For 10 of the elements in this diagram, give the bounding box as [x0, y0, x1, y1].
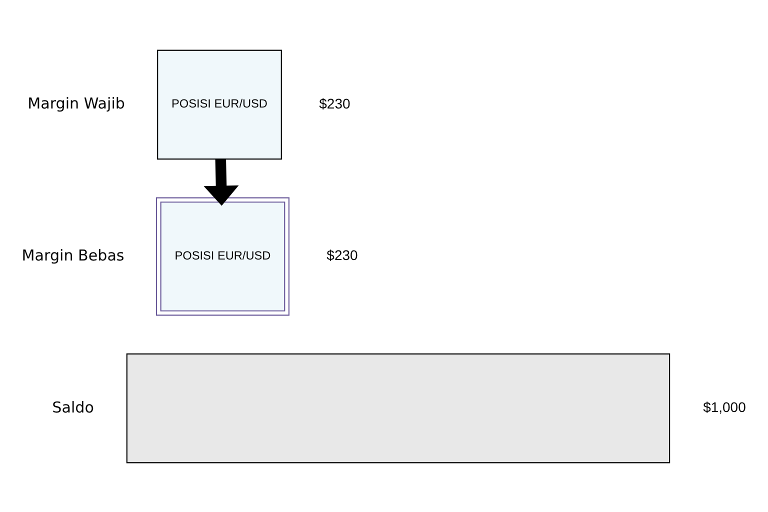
node-label: Margin Wajib: [27, 94, 124, 112]
node-label: $230: [326, 246, 358, 263]
node-box: POSISI EUR/USD: [156, 49, 282, 160]
node-label: $1,000: [702, 398, 746, 414]
node-label: Saldo: [52, 398, 94, 416]
node-label: Margin Bebas: [21, 246, 124, 264]
arrow: [203, 158, 238, 206]
node-box: [126, 352, 670, 463]
node-label: $230: [318, 94, 350, 111]
node-box: POSISI EUR/USD: [155, 196, 289, 316]
